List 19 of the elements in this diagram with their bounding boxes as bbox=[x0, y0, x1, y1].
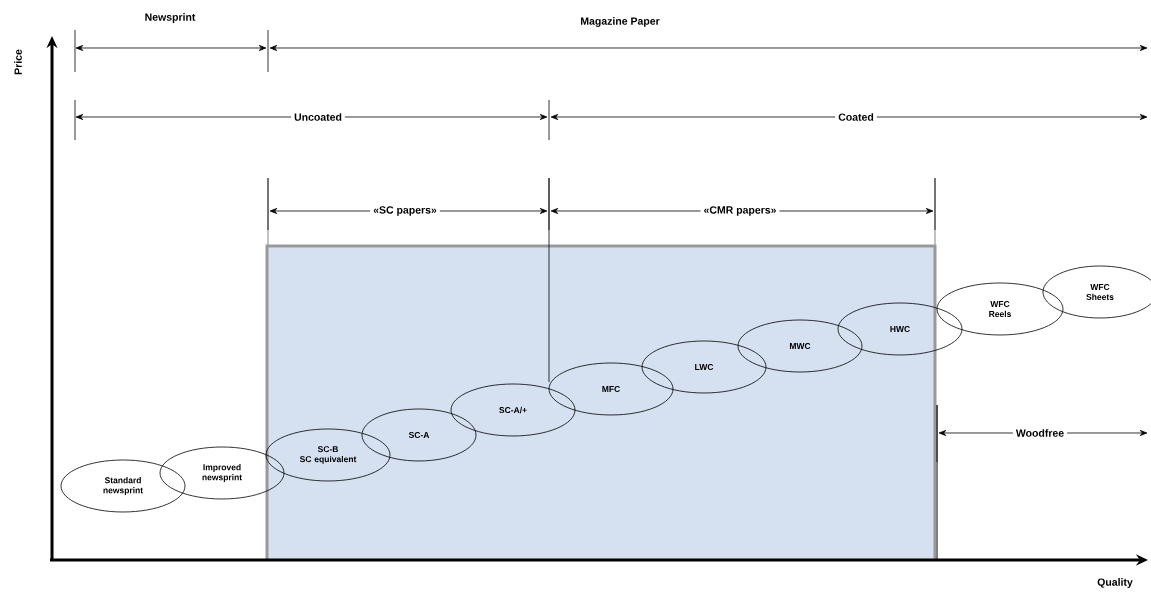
dimension-label: «CMR papers» bbox=[700, 203, 780, 219]
ellipse-node: SC-B SC equivalent bbox=[265, 428, 391, 482]
ellipse-node: MWC bbox=[737, 319, 863, 373]
ellipse-node: WFC Reels bbox=[936, 282, 1064, 336]
dimension-label: Price bbox=[11, 46, 25, 78]
ellipse-node: HWC bbox=[837, 302, 963, 356]
ellipse-node: LWC bbox=[641, 340, 767, 394]
ellipse-node: SC-A bbox=[361, 408, 477, 462]
dimension-label: Coated bbox=[835, 110, 877, 124]
dimension-label: Quality bbox=[1094, 575, 1136, 591]
ellipse-node: Improved newsprint bbox=[159, 446, 285, 500]
dimension-label: Uncoated bbox=[291, 110, 345, 124]
dimension-label: Magazine Paper bbox=[577, 14, 663, 30]
ellipse-node: Standard newsprint bbox=[60, 459, 186, 513]
dimension-label: «SC papers» bbox=[370, 203, 440, 219]
dimension-label: Newsprint bbox=[141, 10, 199, 26]
dimension-label: Woodfree bbox=[1012, 426, 1068, 440]
ellipse-node: SC-A/+ bbox=[450, 383, 576, 437]
ellipse-node: MFC bbox=[548, 362, 674, 416]
